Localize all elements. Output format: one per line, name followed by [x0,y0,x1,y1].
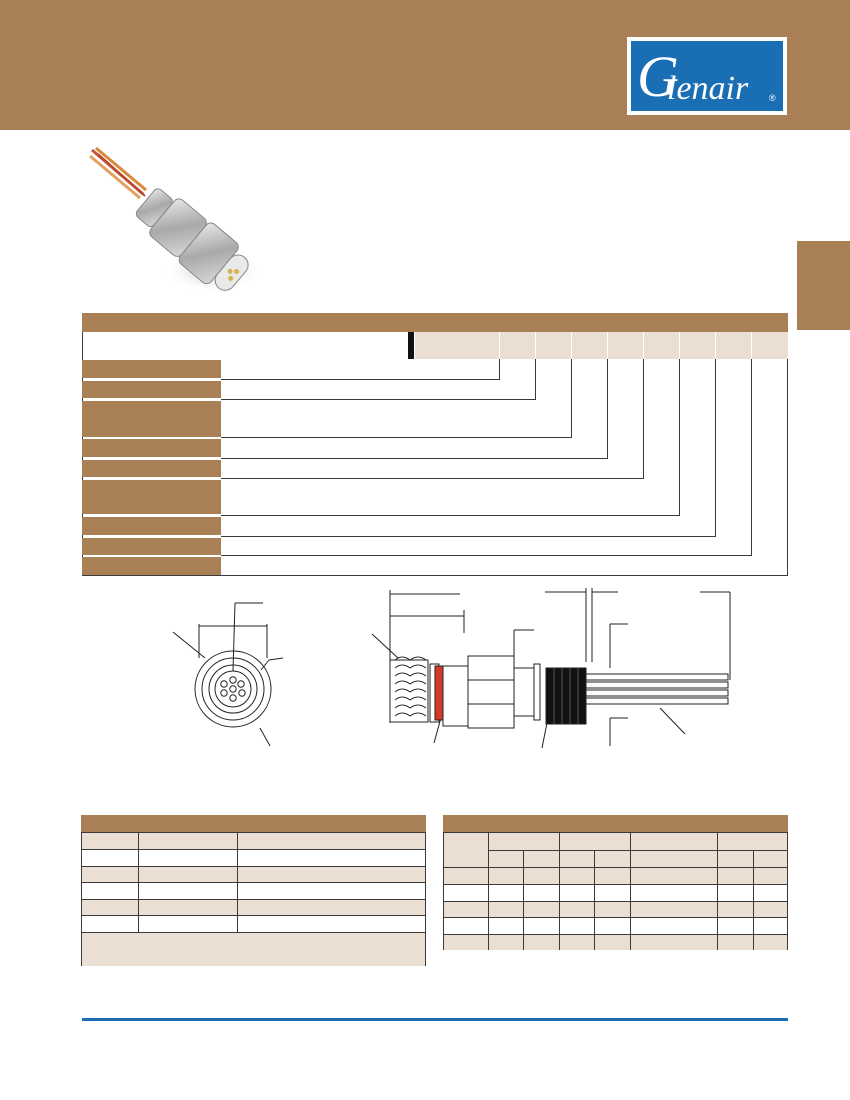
left-table-row [82,866,425,882]
leader-line-h-5 [221,478,643,479]
ordering-row-label-6 [82,480,221,514]
ordering-row-label-3 [82,401,221,437]
left-table-row [82,899,425,915]
leader-line-v-6 [679,359,680,516]
side-view-drawing [371,588,731,749]
section-side-tab [797,241,850,330]
ordering-row-label-1 [82,360,221,378]
part-number-cell-2 [499,332,535,359]
ordering-row-label-8 [82,538,221,555]
ordering-row-label-5 [82,460,221,477]
part-number-cell-4 [571,332,607,359]
part-number-cell-7 [679,332,715,359]
leader-line-h-2 [221,399,535,400]
left-table [81,832,426,966]
ordering-info-header [82,313,788,332]
leader-line-v-1 [499,359,500,380]
leader-line-v-7 [715,359,716,537]
ordering-row-label-7 [82,517,221,535]
right-table-row [444,917,787,934]
leader-line-v-8 [751,359,752,556]
part-number-cell-3 [535,332,571,359]
leader-line-h-7 [221,536,715,537]
logo-initial: G [637,44,679,109]
part-number-cell-series [414,332,499,359]
logo-background: G lenair ® [631,41,783,111]
part-number-cell-5 [607,332,643,359]
left-table-row [82,915,425,932]
front-view-drawing [172,602,284,747]
left-table-row [82,882,425,899]
glenair-logo[interactable]: G lenair ® [627,37,787,115]
product-photo [89,146,263,293]
left-table-notes-row [82,932,425,966]
leader-line-v-2 [535,359,536,400]
right-table [443,832,788,950]
leader-line-v-4 [607,359,608,459]
leader-line-h-1 [221,379,499,380]
leader-line-v-3 [571,359,572,438]
right-table-header [443,815,788,832]
left-table-header [81,815,426,832]
right-table-row [444,901,787,917]
part-number-cell-6 [643,332,679,359]
ordering-row-label-2 [82,381,221,398]
ordering-row-label-4 [82,439,221,457]
leader-line-h-4 [221,458,607,459]
left-table-column-header-row [82,833,425,849]
right-table-row [444,867,787,884]
leader-line-h-6 [221,515,679,516]
ordering-row-label-9 [82,557,221,575]
leader-line-h-9 [221,575,788,576]
leader-line-h-3 [221,437,571,438]
leader-line-h-8 [221,555,751,556]
logo-registered-mark: ® [769,93,776,103]
right-table-row [444,884,787,901]
leader-line-v-5 [643,359,644,479]
part-number-cell-8 [715,332,751,359]
right-table-row [444,934,787,950]
left-table-row [82,849,425,866]
footer-rule [82,1018,788,1021]
logo-wordmark: lenair [667,70,749,107]
sample-part-number-divider [408,332,414,359]
part-number-cell-9 [751,332,788,359]
